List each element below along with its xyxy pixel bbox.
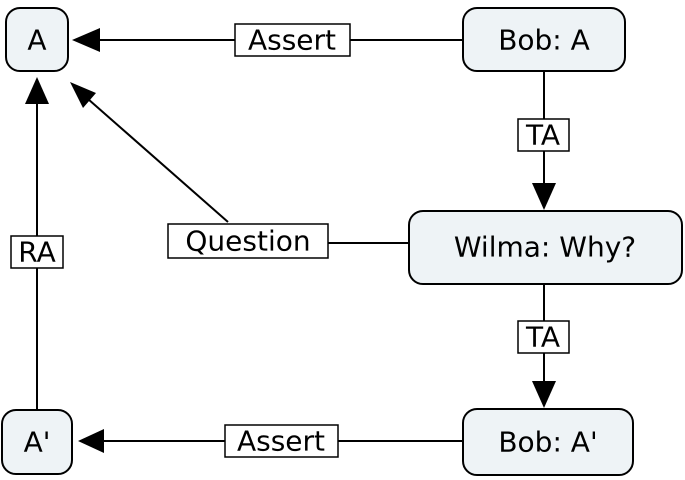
edge-label-ta-top: TA xyxy=(517,118,570,152)
node-a-label: A xyxy=(27,24,46,57)
edge-label-assert-top-text: Assert xyxy=(248,24,336,57)
node-wilma-label: Wilma: Why? xyxy=(454,231,636,264)
edge-label-question-text: Question xyxy=(185,225,310,258)
edge-label-ta-bottom: TA xyxy=(517,320,570,354)
edge-label-ra: RA xyxy=(10,235,64,269)
node-bob-a: Bob: A xyxy=(462,7,626,72)
node-bob-a-label: Bob: A xyxy=(498,24,590,57)
edge-ra-arrow xyxy=(25,77,49,104)
node-bob-a-prime: Bob: A' xyxy=(462,408,634,476)
edge-label-question: Question xyxy=(167,223,329,259)
edge-assert-top-arrow xyxy=(72,28,100,52)
edge-ta-top-arrow xyxy=(532,183,556,210)
node-wilma: Wilma: Why? xyxy=(408,210,683,285)
edge-ta-bottom-arrow xyxy=(532,381,556,408)
edge-label-ra-text: RA xyxy=(18,236,55,269)
node-a-prime: A' xyxy=(1,409,73,475)
edge-question-line-diag xyxy=(87,98,229,223)
node-bob-a-prime-label: Bob: A' xyxy=(498,426,597,459)
edge-label-assert-bottom-text: Assert xyxy=(237,425,325,458)
edge-question-arrow xyxy=(70,82,96,108)
node-a: A xyxy=(5,7,69,72)
edge-label-ta-top-text: TA xyxy=(525,119,560,152)
edge-label-assert-bottom: Assert xyxy=(224,424,339,458)
edge-label-ta-bottom-text: TA xyxy=(525,321,560,354)
node-a-prime-label: A' xyxy=(24,426,51,459)
edge-label-assert-top: Assert xyxy=(234,23,351,57)
edge-assert-bottom-arrow xyxy=(78,429,104,453)
